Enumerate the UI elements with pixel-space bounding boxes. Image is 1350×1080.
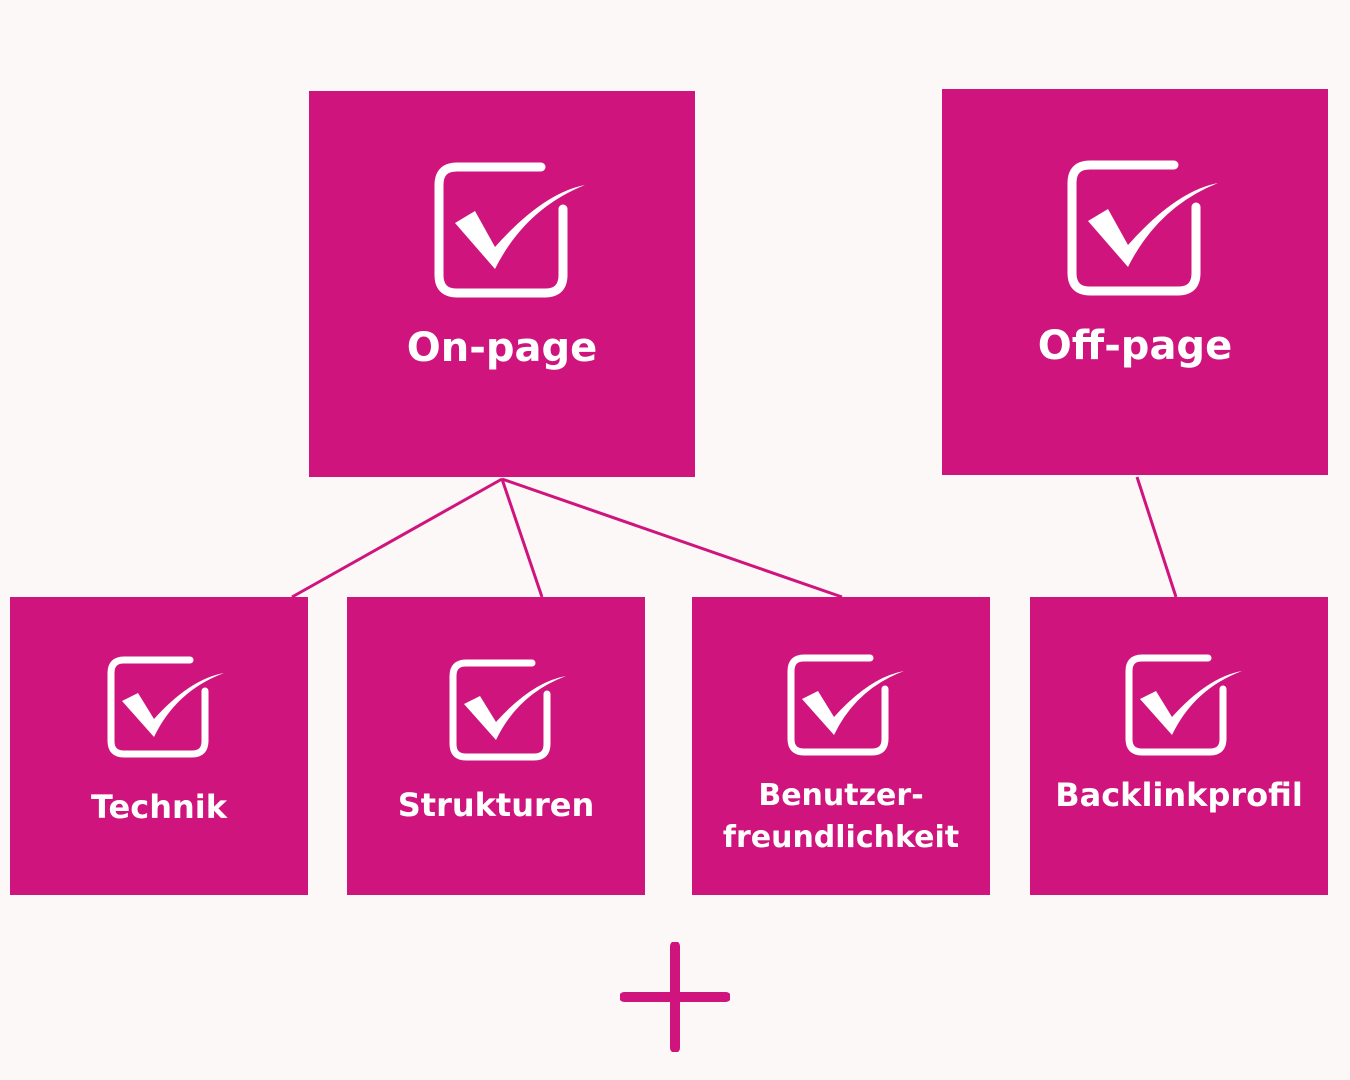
benutzerfreundlichkeit-box: Benutzer- freundlichkeit [692,597,990,895]
offpage-box: Off-page [942,89,1328,475]
connector-offpage-backlink [1135,476,1178,598]
connector-onpage-benutzer [501,477,843,599]
connector-onpage-technik [291,477,503,599]
checkbox-checked-icon [787,654,904,756]
backlinkprofil-label: Backlinkprofil [1055,776,1303,814]
checkbox-checked-icon [434,162,585,298]
technik-box: Technik [10,597,308,895]
offpage-label: Off-page [1037,323,1233,369]
checkbox-checked-icon [1125,654,1242,756]
connector-onpage-strukturen [500,478,544,598]
strukturen-label: Strukturen [397,786,595,824]
benutzerfreundlichkeit-label-line2: freundlichkeit [722,820,960,855]
onpage-label: On-page [406,325,598,371]
benutzerfreundlichkeit-label-line1: Benutzer- [758,778,924,813]
checkbox-checked-icon [1067,160,1218,296]
plus-icon [620,942,730,1052]
strukturen-box: Strukturen [347,597,645,895]
benutzerfreundlichkeit-label: Benutzer- freundlichkeit [692,775,990,859]
checkbox-checked-icon [107,656,224,758]
checkbox-checked-icon [449,659,566,761]
backlinkprofil-box: Backlinkprofil [1030,597,1328,895]
onpage-box: On-page [309,91,695,477]
technik-label: Technik [90,788,228,826]
